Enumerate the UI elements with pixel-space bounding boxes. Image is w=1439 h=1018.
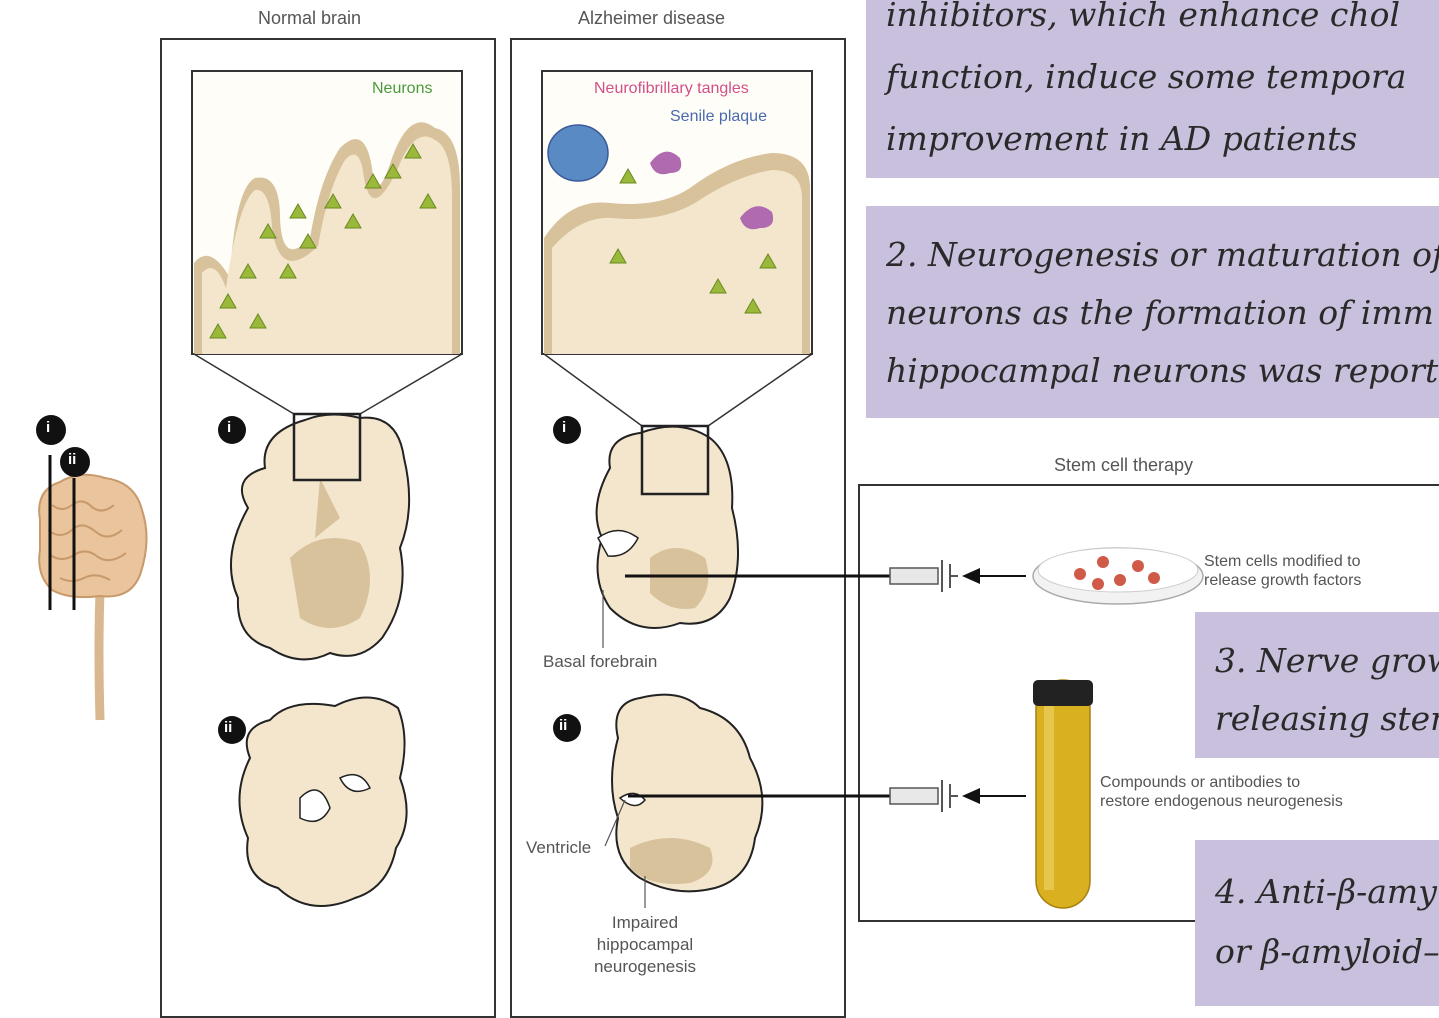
syringe-2-icon [890,780,958,812]
stem-cells-label: Stem cells modified to release growth fa… [1204,552,1361,590]
whole-brain-illustration [0,0,160,760]
neurons-label: Neurons [372,80,432,98]
arrow-1-icon [962,568,1026,584]
syringe-1-icon [890,560,958,592]
stem-cell-therapy-header: Stem cell therapy [1054,455,1193,476]
marker-i-label: i [46,419,50,436]
note-1: inhibitors, which enhance chol function,… [866,0,1439,178]
compounds-label: Compounds or antibodies to restore endog… [1100,773,1343,811]
marker-i-normal-icon [218,416,246,444]
marker-ii-normal-label: ii [224,719,232,736]
note-4: 4. Anti-β-amy or β-amyloid– [1195,840,1439,1006]
normal-brain-header: Normal brain [258,8,361,29]
note-3: 3. Nerve grow releasing stem [1195,612,1439,758]
ventricle-label: Ventricle [526,838,591,858]
test-tube-icon [1033,680,1093,908]
marker-ii-label: ii [68,451,76,468]
marker-i-normal-label: i [227,419,231,436]
marker-i-ad-label: i [562,419,566,436]
impaired-neurogenesis-label: Impaired hippocampal neurogenesis [580,912,710,978]
petri-dish-icon [1033,548,1203,604]
marker-i-ad-icon [553,416,581,444]
marker-ii-ad-label: ii [559,717,567,734]
alzheimer-cortex-zoom [510,38,846,1018]
note-2: 2. Neurogenesis or maturation of h neuro… [866,206,1439,418]
tangles-label: Neurofibrillary tangles [594,80,749,98]
plaque-label: Senile plaque [670,108,767,126]
senile-plaque-shape [548,125,608,181]
normal-cortex-zoom [160,38,496,1018]
marker-i-icon [36,415,66,445]
alzheimer-header: Alzheimer disease [578,8,725,29]
basal-forebrain-label: Basal forebrain [543,652,657,672]
arrow-2-icon [962,788,1026,804]
